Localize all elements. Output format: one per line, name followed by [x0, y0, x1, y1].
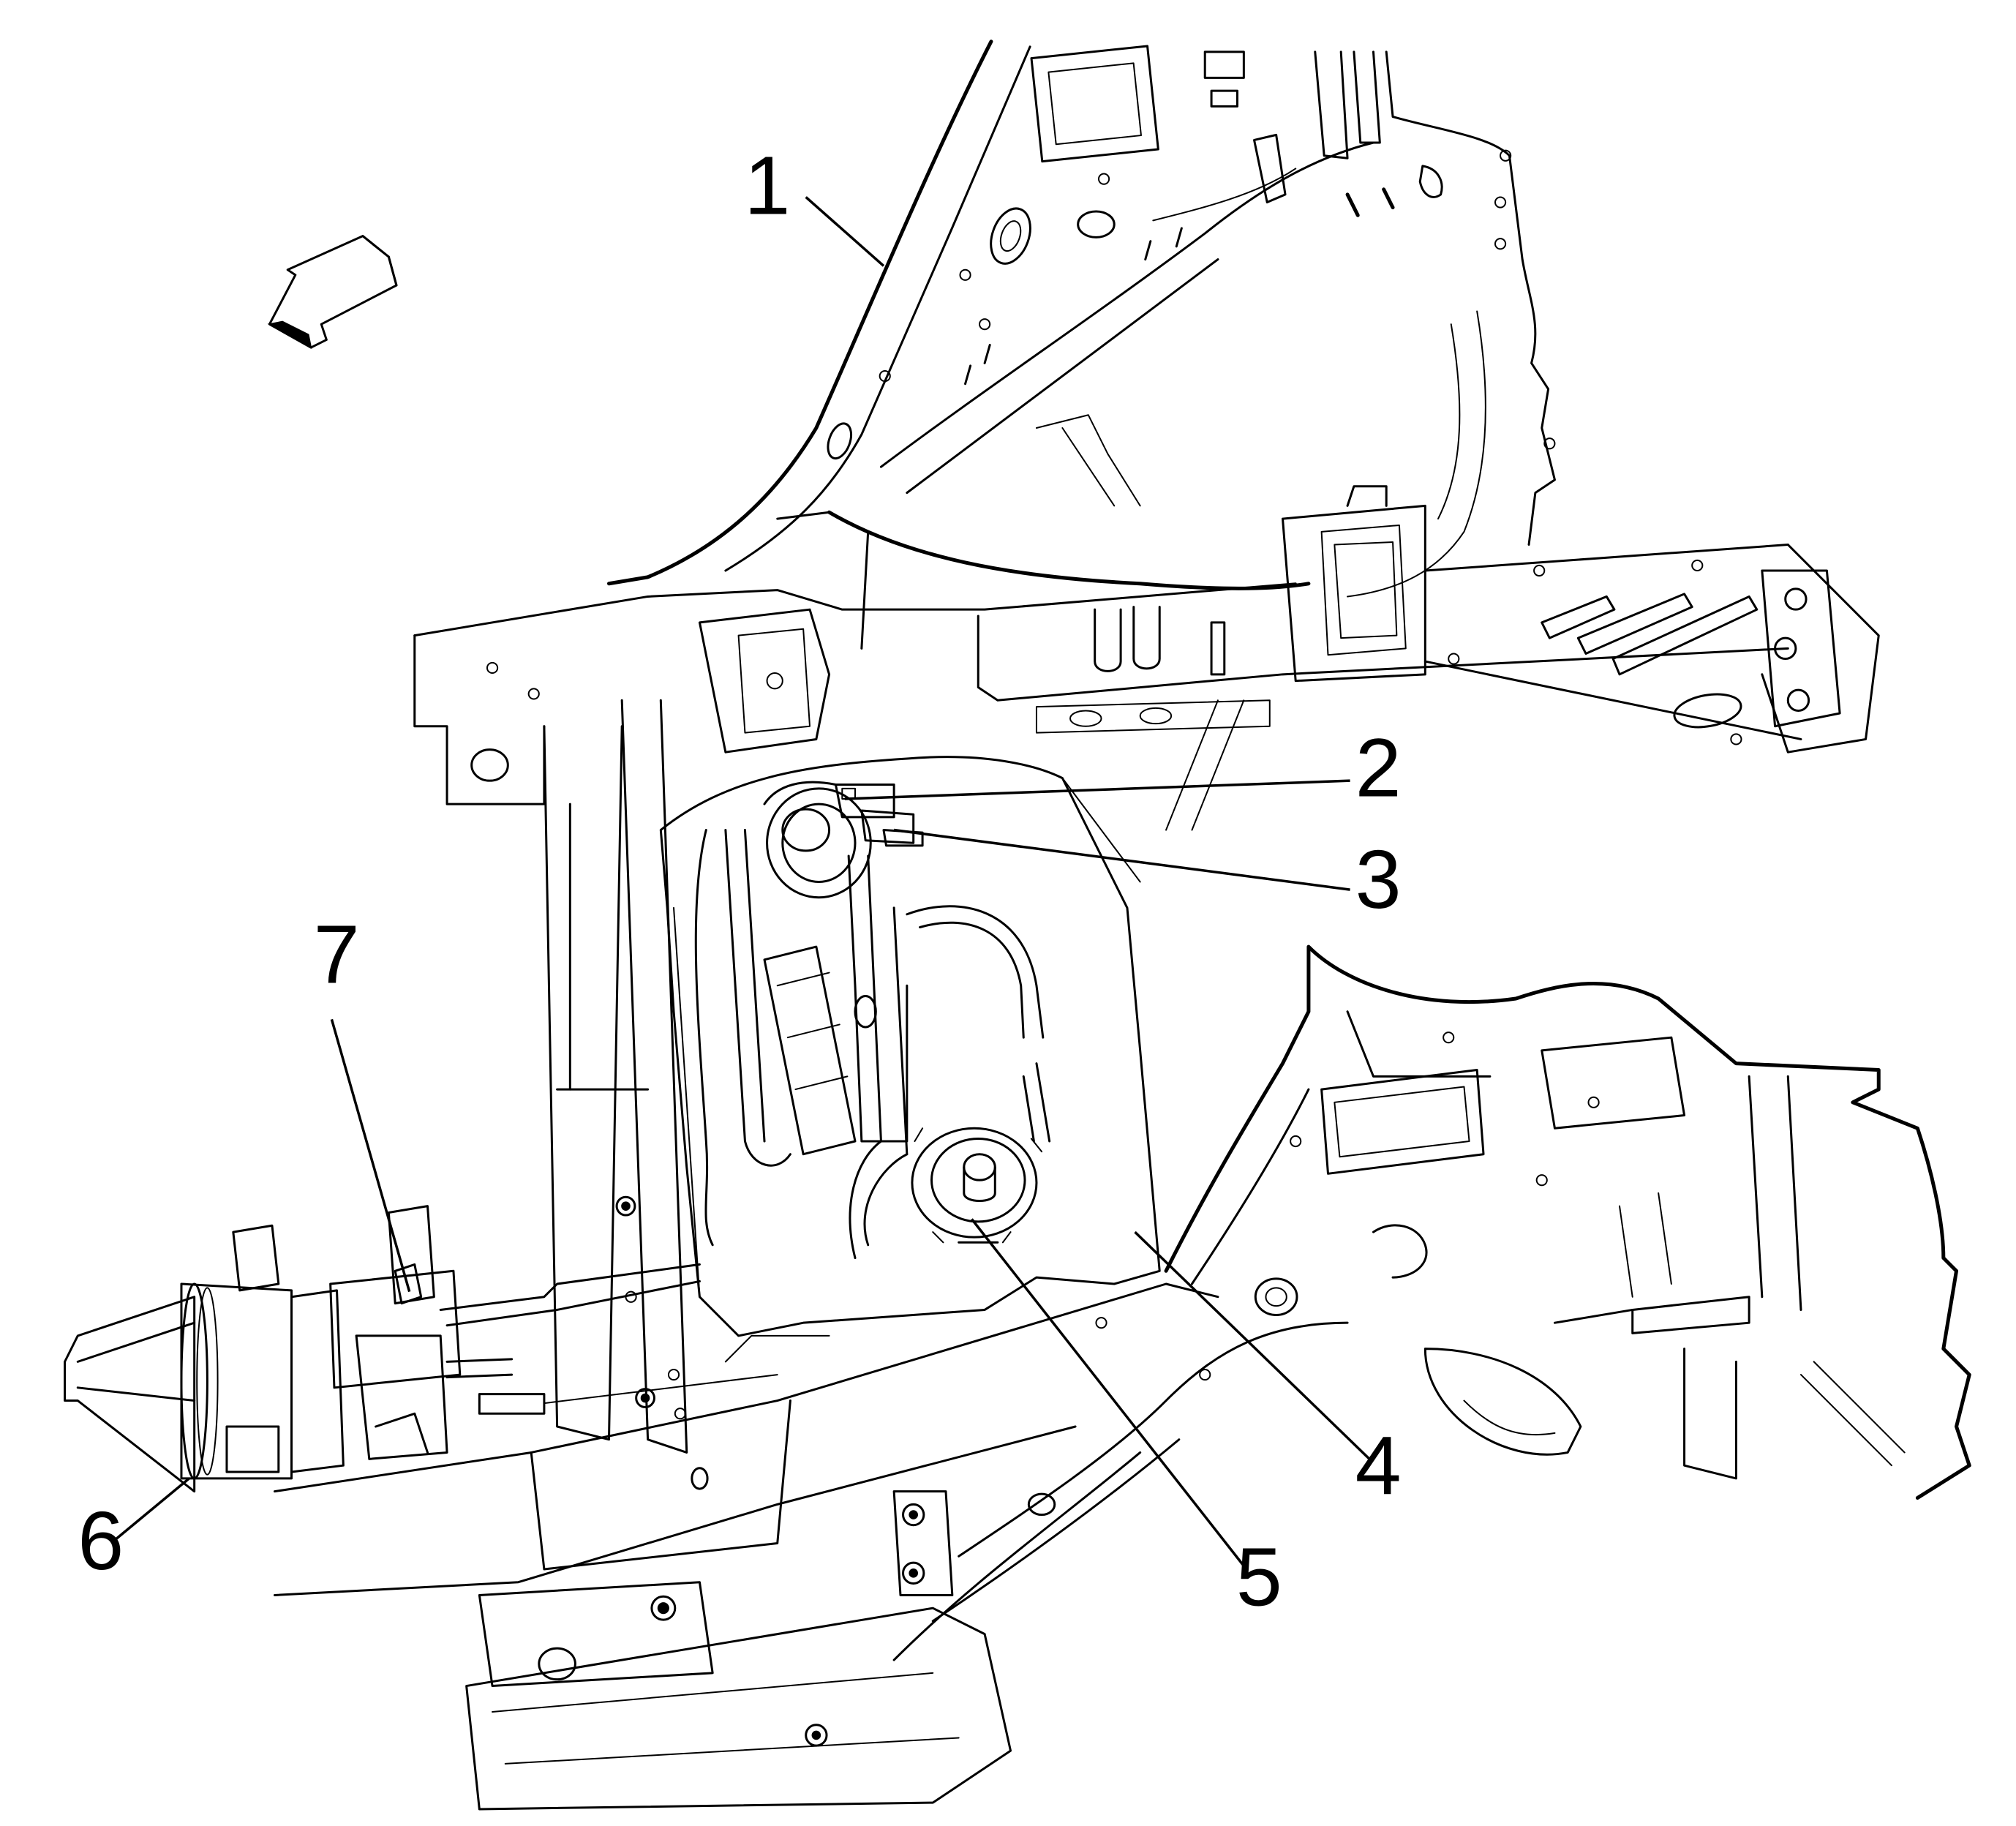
left-frame-rail — [472, 512, 868, 1452]
fuel-tank — [661, 757, 1159, 1336]
lower-wheelhouse-panel — [1166, 947, 1969, 1498]
leader-line-3 — [894, 830, 1350, 890]
fuel-level-sender — [912, 1128, 1042, 1242]
fuel-pump-module — [764, 782, 922, 898]
callout-3: 3 — [1355, 833, 1402, 926]
callout-5: 5 — [1236, 1531, 1282, 1624]
leader-line-7 — [331, 1019, 409, 1291]
callout-1: 1 — [744, 139, 790, 232]
leader-line-4 — [1135, 1232, 1371, 1460]
callout-7: 7 — [314, 909, 360, 1002]
evap-canister — [65, 1206, 778, 1492]
direction-arrow-icon — [269, 236, 396, 347]
leader-line-6 — [114, 1479, 189, 1541]
leader-line-5 — [971, 1219, 1246, 1569]
callout-4: 4 — [1355, 1419, 1402, 1512]
leader-line-2 — [845, 781, 1350, 799]
upper-wheelhouse-panel — [609, 42, 1554, 597]
callout-6: 6 — [78, 1495, 124, 1588]
lower-frame-members — [274, 1284, 1347, 1809]
callout-2: 2 — [1355, 721, 1402, 814]
callouts: 1 2 3 4 5 6 7 — [78, 139, 1401, 1623]
leader-line-1 — [806, 197, 884, 266]
upper-cross-member — [415, 486, 1878, 830]
leader-lines — [114, 197, 1371, 1569]
